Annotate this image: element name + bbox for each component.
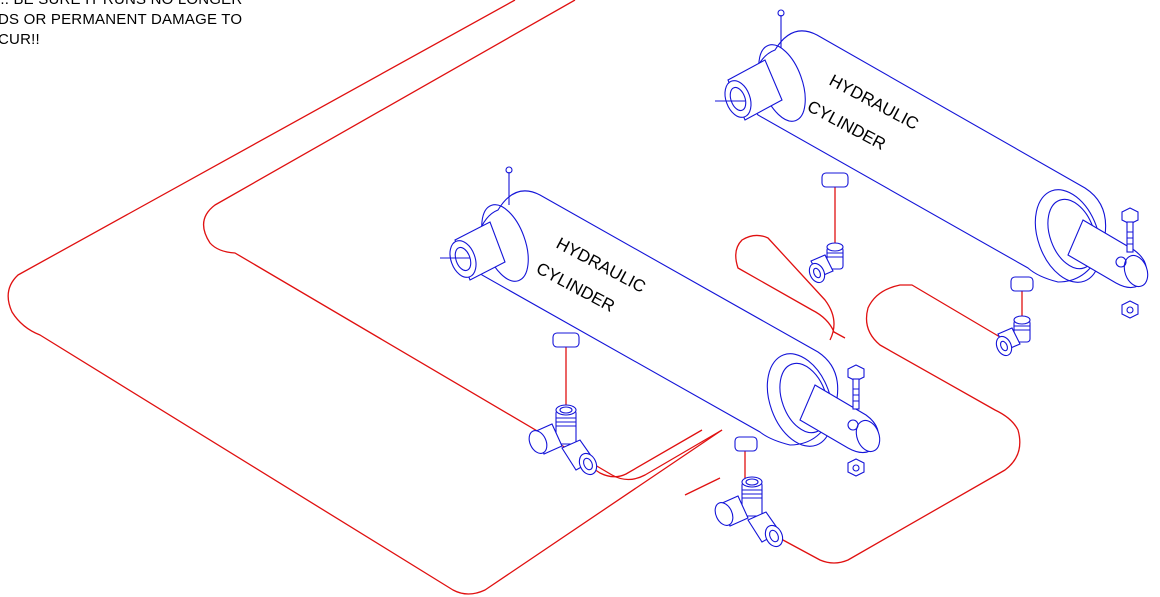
warning-line-1: ... BE SURE IT RUNS NO LONGER bbox=[0, 0, 242, 8]
nut-1 bbox=[847, 458, 865, 477]
hose-valve-loop bbox=[735, 234, 846, 341]
hose-outer-loop bbox=[7, 0, 723, 595]
bolt-2 bbox=[1121, 207, 1139, 253]
valve-fitting-2 bbox=[714, 476, 784, 548]
cylinder-1-port-right bbox=[734, 436, 758, 452]
nut-2 bbox=[1121, 300, 1139, 319]
hose-crossover bbox=[769, 284, 1021, 564]
cylinder-2-rod-end bbox=[1123, 254, 1149, 288]
cylinder-1-front-cap bbox=[766, 353, 834, 447]
hose-lower-link bbox=[684, 477, 721, 496]
warning-line-3: CUR!! bbox=[0, 31, 40, 48]
cylinder-2-rod-pin-hole bbox=[1115, 256, 1127, 268]
bolt-1 bbox=[847, 364, 865, 410]
cylinder-2-grease-fitting bbox=[777, 9, 785, 17]
cylinder-1-rod-end bbox=[855, 419, 881, 453]
cylinder-2-port-left bbox=[821, 172, 849, 188]
valve-fitting-3 bbox=[808, 242, 844, 284]
valve-fitting-1 bbox=[528, 404, 598, 476]
valve-fitting-4 bbox=[995, 315, 1031, 357]
cylinder-2-front-cap bbox=[1034, 189, 1102, 283]
cylinder-1-rod-pin-hole bbox=[847, 419, 859, 431]
warning-line-2: DS OR PERMANENT DAMAGE TO bbox=[0, 11, 243, 28]
hose-cylinder1-return bbox=[579, 429, 703, 478]
cylinder-1-grease-fitting bbox=[505, 166, 513, 174]
cylinder-2-port-right bbox=[1010, 276, 1034, 292]
cylinder-1-pin-bore bbox=[454, 246, 472, 272]
hydraulic-cylinder-1: HYDRAULIC CYLINDER bbox=[440, 166, 881, 454]
hose-inner-loop bbox=[203, 0, 723, 481]
cylinder-1-port-left bbox=[552, 332, 580, 348]
hydraulic-cylinder-2: HYDRAULIC CYLINDER bbox=[715, 9, 1149, 292]
